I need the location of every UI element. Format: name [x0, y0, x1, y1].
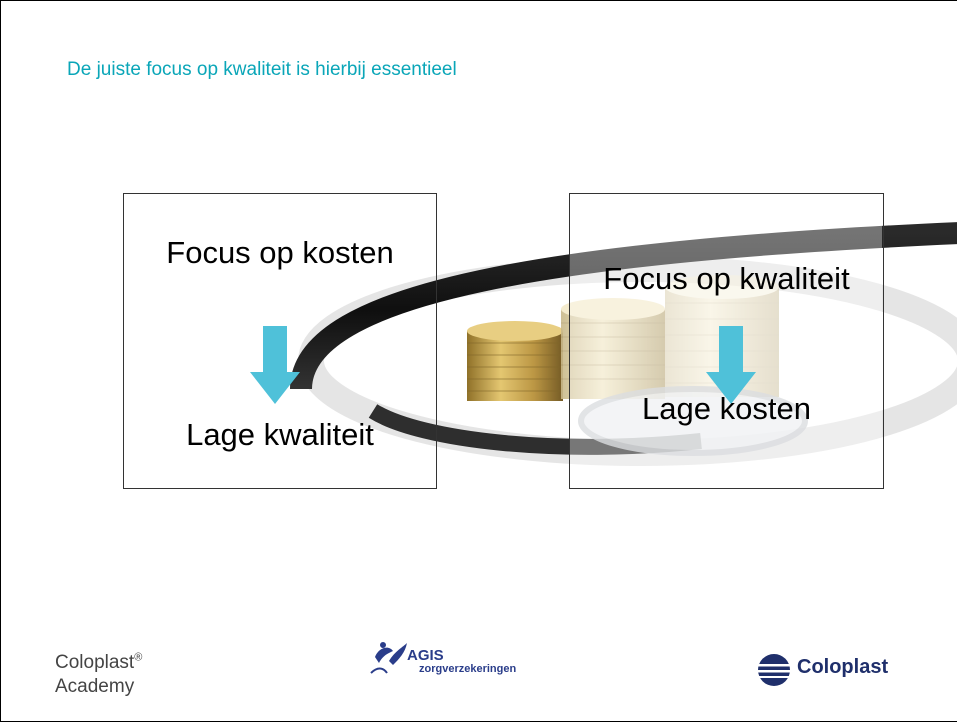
academy-label: Academy: [55, 675, 135, 697]
coloplast-name: Coloplast: [797, 656, 889, 678]
coloplast-academy-logo: Coloplast® Academy: [55, 651, 142, 699]
agis-subtitle: zorgverzekeringen: [419, 663, 517, 675]
arrow-down-icon: [706, 326, 756, 404]
right-box-heading: Focus op kwaliteit: [603, 261, 850, 296]
agis-name: AGIS: [407, 647, 444, 664]
agis-figure-icon: [370, 642, 407, 674]
slide-title: De juiste focus op kwaliteit is hierbij …: [67, 59, 457, 80]
arrow-down-icon: [250, 326, 300, 404]
left-box-heading: Focus op kosten: [166, 235, 394, 270]
coloplast-globe-icon: [758, 654, 790, 686]
coin-stack: [467, 321, 563, 401]
academy-brand: Coloplast: [55, 652, 135, 673]
left-box-result: Lage kwaliteit: [186, 417, 374, 452]
focus-on-quality-box: Focus op kwaliteit Lage kosten: [569, 193, 884, 489]
right-box-result: Lage kosten: [642, 391, 811, 426]
registered-mark: ®: [134, 651, 143, 664]
focus-on-costs-box: Focus op kosten Lage kwaliteit: [123, 193, 437, 489]
